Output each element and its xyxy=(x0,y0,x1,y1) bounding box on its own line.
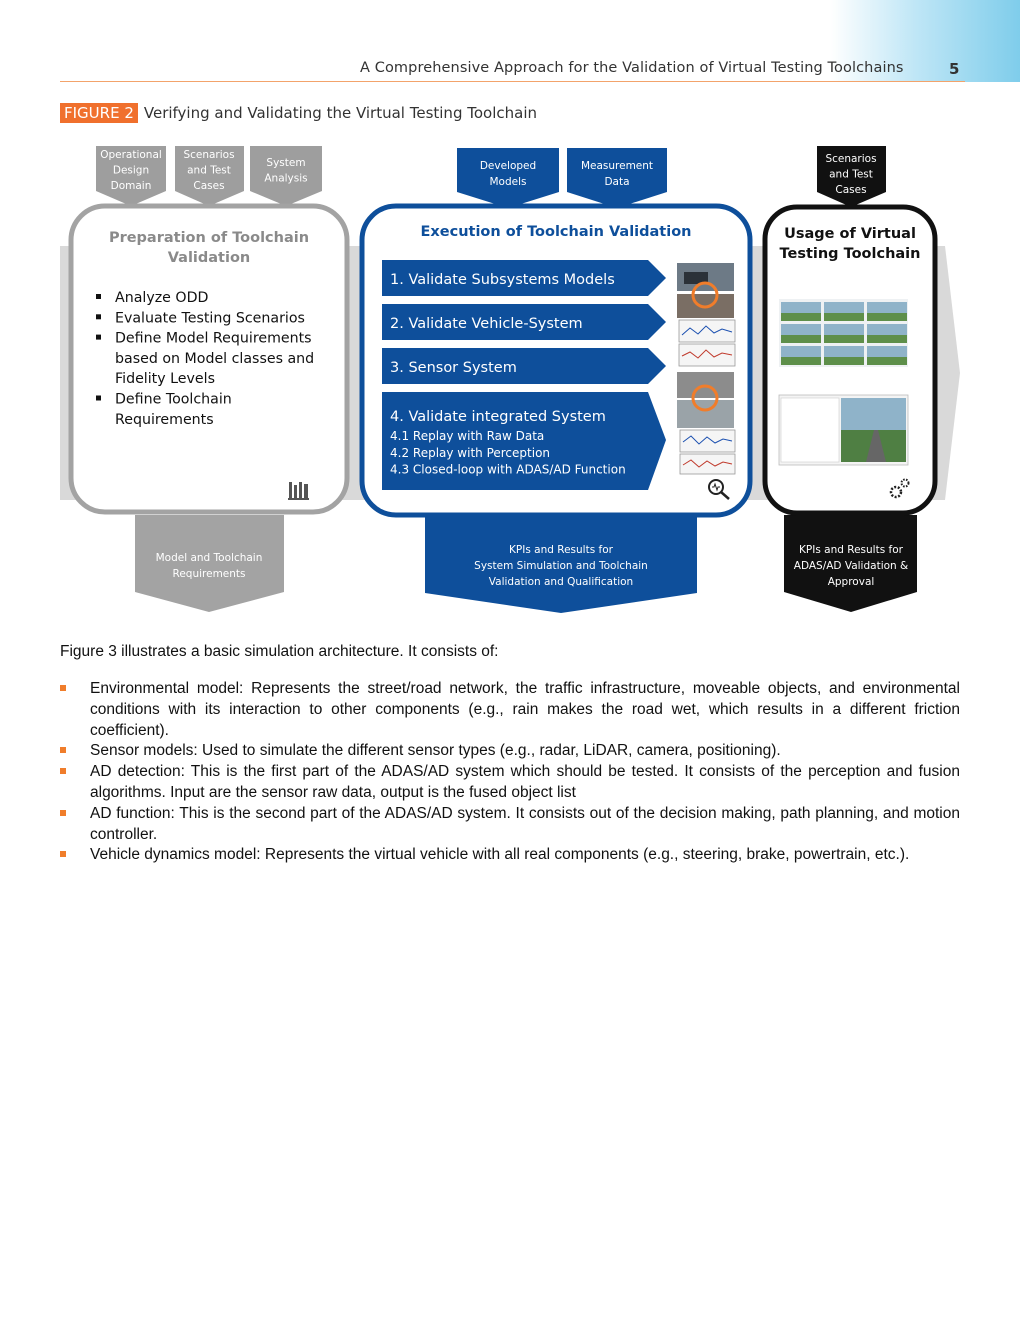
input-label: and Test xyxy=(829,169,873,181)
gears-icon xyxy=(889,478,910,499)
step-arrow-3 xyxy=(382,348,666,384)
input-arrow-odd xyxy=(96,146,166,206)
usage-screenshots xyxy=(778,299,909,466)
input-arrow-measurement-data xyxy=(567,148,667,208)
prep-title: Validation xyxy=(168,250,251,266)
prep-bullet-text: Define Toolchain xyxy=(115,392,232,408)
prep-bullet-text: Requirements xyxy=(115,412,214,428)
input-label: Cases xyxy=(835,184,866,196)
input-label: and Test xyxy=(187,165,231,177)
input-label: Analysis xyxy=(264,173,307,185)
car-photo-thumb xyxy=(677,400,734,428)
input-label: Scenarios xyxy=(183,149,234,161)
bullet-square-icon xyxy=(96,294,101,299)
figure-caption: FIGURE 2 Verifying and Validating the Vir… xyxy=(60,103,537,123)
bullet-square-icon xyxy=(96,395,101,401)
bullet-square-icon xyxy=(60,768,66,775)
figure-caption-text: Verifying and Validating the Virtual Tes… xyxy=(143,104,537,122)
step-label: 4. Validate integrated System xyxy=(390,409,606,425)
exec-title: Execution of Toolchain Validation xyxy=(421,224,692,240)
prep-bullet-text: Fidelity Levels xyxy=(115,371,215,387)
prep-bullet-text: Define Model Requirements xyxy=(115,331,312,347)
substep-label: 4.2 Replay with Perception xyxy=(390,446,550,460)
intro-paragraph: Figure 3 illustrates a basic simulation … xyxy=(60,643,499,660)
running-title: A Comprehensive Approach for the Validat… xyxy=(360,60,904,76)
exec-input-arrows xyxy=(457,148,667,208)
usage-title: Usage of Virtual xyxy=(784,226,916,242)
input-arrow-developed-models xyxy=(457,148,559,208)
plot-thumb xyxy=(679,453,736,475)
usage-title: Testing Toolchain xyxy=(780,246,921,262)
output-label: Validation and Qualification xyxy=(489,576,633,588)
bullet-square-icon xyxy=(96,314,101,320)
list-item: Sensor models: Used to simulate the diff… xyxy=(60,741,960,762)
plot-thumb xyxy=(678,319,736,343)
input-label: Scenarios xyxy=(825,153,876,165)
output-arrow-prep xyxy=(135,515,284,612)
input-label: Models xyxy=(490,176,527,188)
input-label: Measurement xyxy=(581,160,653,172)
step-arrow-2 xyxy=(382,304,666,340)
bullet-square-icon xyxy=(60,685,66,691)
output-label: Requirements xyxy=(173,568,246,580)
input-arrow-usage-scenarios xyxy=(817,146,886,207)
list-item: AD function: This is the second part of … xyxy=(60,804,960,846)
validation-thumbnails xyxy=(677,263,736,475)
input-label: Developed xyxy=(480,160,536,172)
output-arrow-usage xyxy=(784,515,917,612)
step-label: 2. Validate Vehicle-System xyxy=(390,316,583,332)
output-label: KPIs and Results for xyxy=(509,544,614,556)
prep-box xyxy=(68,203,350,515)
bullet-square-icon xyxy=(60,747,66,754)
output-label: ADAS/AD Validation & xyxy=(794,560,908,572)
step-arrow-1 xyxy=(382,260,666,296)
header-gradient xyxy=(830,0,1020,82)
bullet-square-icon xyxy=(96,334,101,340)
input-label: Operational xyxy=(100,149,162,161)
prep-title: Preparation of Toolchain xyxy=(109,230,309,246)
page-number: 5 xyxy=(949,60,960,78)
list-item: Vehicle dynamics model: Represents the v… xyxy=(60,845,960,866)
output-label: Approval xyxy=(828,576,875,588)
input-arrow-scenarios xyxy=(175,146,244,206)
input-arrow-system-analysis xyxy=(250,146,322,206)
list-item: AD detection: This is the first part of … xyxy=(60,762,960,804)
plot-thumb xyxy=(678,343,736,367)
prep-input-arrows xyxy=(96,146,322,206)
output-label: Model and Toolchain xyxy=(156,552,263,564)
substep-label: 4.1 Replay with Raw Data xyxy=(390,429,544,443)
step-label: 3. Sensor System xyxy=(390,360,517,376)
input-label: Cases xyxy=(193,180,224,192)
list-item: Environmental model: Represents the stre… xyxy=(60,679,960,741)
output-arrow-exec xyxy=(425,515,697,613)
cycle-arrows-icon xyxy=(691,384,719,412)
input-label: System xyxy=(266,157,305,169)
plot-thumb xyxy=(679,429,736,453)
bullet-square-icon xyxy=(60,851,66,858)
step-arrows xyxy=(382,260,666,490)
figure-tag: FIGURE 2 xyxy=(60,103,138,123)
input-label: Design xyxy=(113,165,149,177)
step-arrow-4 xyxy=(382,392,666,490)
prep-bullet-text: based on Model classes and xyxy=(115,351,314,367)
library-icon xyxy=(288,482,309,500)
output-label: KPIs and Results for xyxy=(799,544,904,556)
prep-bullet-text: Analyze ODD xyxy=(115,290,209,306)
magnifier-icon xyxy=(708,479,730,500)
input-label: Data xyxy=(604,176,629,188)
step-label: 1. Validate Subsystems Models xyxy=(390,272,615,288)
input-label: Domain xyxy=(111,180,152,192)
cycle-arrows-icon xyxy=(691,281,719,309)
header-rule xyxy=(60,81,965,82)
output-label: System Simulation and Toolchain xyxy=(474,560,648,572)
prep-bullet-text: Evaluate Testing Scenarios xyxy=(115,310,305,326)
bullet-square-icon xyxy=(60,809,66,816)
substep-label: 4.3 Closed-loop with ADAS/AD Function xyxy=(390,463,626,477)
component-list: Environmental model: Represents the stre… xyxy=(60,679,960,866)
